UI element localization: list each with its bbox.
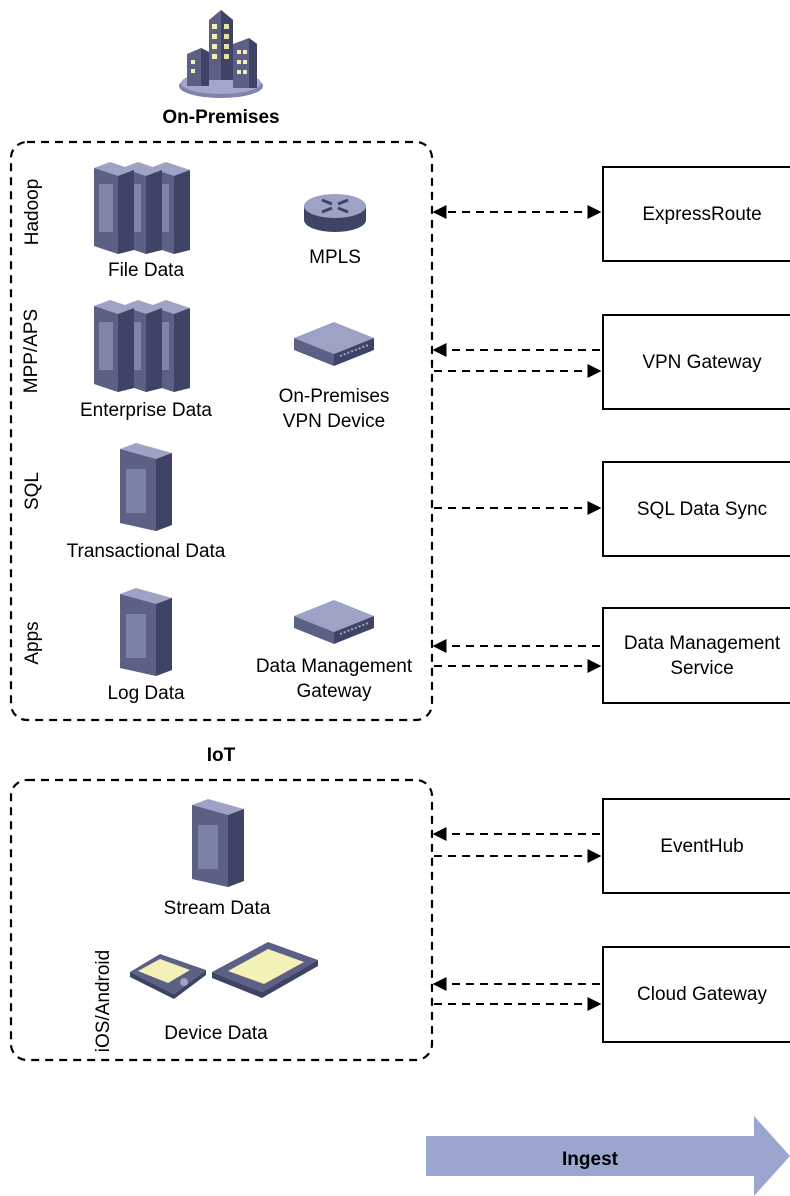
data-management-service-box: Data Management Service	[602, 607, 790, 704]
router-icon	[304, 194, 366, 232]
device-data-label: Device Data	[164, 1023, 268, 1044]
group-label-ios-android: iOS/Android	[93, 949, 114, 1053]
expressroute-label: ExpressRoute	[642, 203, 762, 225]
iot-group-border	[9, 778, 434, 1062]
server-cluster-icon	[94, 300, 190, 392]
group-label-mpp-aps: MPP/APS	[21, 308, 42, 394]
vpn-gateway-box: VPN Gateway	[602, 314, 790, 410]
server-icon	[120, 588, 172, 676]
dmg-label-line2: Gateway	[296, 681, 372, 702]
transactional-data-label: Transactional Data	[66, 541, 226, 562]
group-label-hadoop: Hadoop	[22, 178, 43, 246]
network-switch-icon	[294, 600, 374, 644]
enterprise-data-label: Enterprise Data	[79, 400, 212, 421]
dms-label-line2: Service	[670, 657, 734, 679]
vpn-device-label-line1: On-Premises	[278, 386, 390, 407]
eventhub-box: EventHub	[602, 798, 790, 894]
vpn-device-label-line2: VPN Device	[282, 411, 386, 432]
eventhub-label: EventHub	[660, 835, 744, 857]
ingest-label: Ingest	[562, 1149, 618, 1170]
file-data-label: File Data	[107, 260, 185, 281]
sql-data-sync-label: SQL Data Sync	[636, 498, 768, 520]
building-icon	[179, 10, 263, 98]
stream-data-label: Stream Data	[163, 898, 271, 919]
group-label-apps: Apps	[22, 621, 43, 665]
server-icon	[120, 443, 172, 531]
on-premises-title: On-Premises	[162, 107, 280, 128]
group-label-sql: SQL	[22, 471, 43, 511]
tablet-icon	[212, 942, 318, 998]
log-data-label: Log Data	[107, 683, 185, 704]
on-premises-group-border	[9, 140, 434, 722]
cloud-gateway-box: Cloud Gateway	[602, 946, 790, 1043]
ingest-arrow	[426, 1116, 790, 1196]
sql-data-sync-box: SQL Data Sync	[602, 461, 790, 557]
dmg-label-line1: Data Management	[255, 656, 413, 677]
dms-label-line1: Data Management	[623, 632, 781, 654]
mpls-label: MPLS	[309, 247, 361, 268]
pda-icon	[130, 954, 206, 999]
vpn-gateway-label: VPN Gateway	[642, 351, 762, 373]
cloud-gateway-label: Cloud Gateway	[637, 984, 767, 1005]
iot-title: IoT	[206, 745, 236, 766]
server-icon	[192, 799, 244, 887]
server-cluster-icon	[94, 162, 190, 254]
expressroute-box: ExpressRoute	[602, 166, 790, 262]
network-switch-icon	[294, 322, 374, 366]
